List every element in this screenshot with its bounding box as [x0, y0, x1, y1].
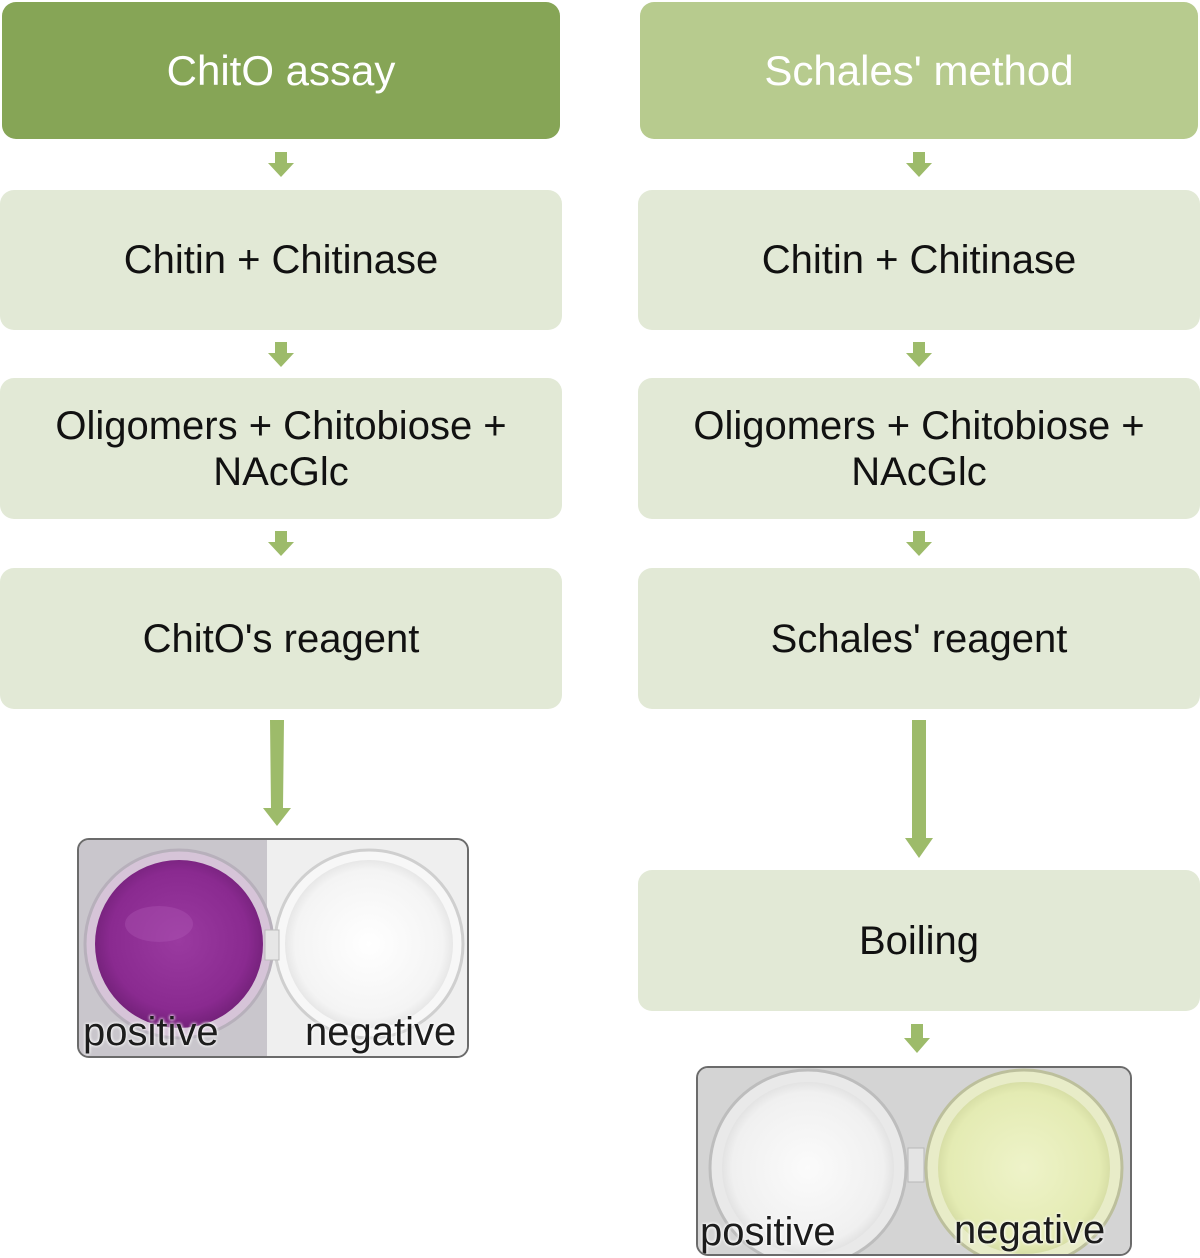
chito-assay-header: ChitO assay: [2, 2, 560, 139]
schales-step-oligomers: Oligomers + Chitobiose + NAcGlc: [638, 378, 1200, 519]
chito-step-chitin-chitinase: Chitin + Chitinase: [0, 190, 562, 330]
chito-step-reagent: ChitO's reagent: [0, 568, 562, 709]
chito-step-oligomers: Oligomers + Chitobiose + NAcGlc: [0, 378, 562, 519]
schales-step-boiling: Boiling: [638, 870, 1200, 1011]
schales-result-photo: positive negative: [696, 1066, 1132, 1256]
chito-wells-image: [79, 840, 467, 1056]
arrow-down-icon: [268, 531, 294, 556]
arrow-down-icon: [906, 342, 932, 367]
schales-negative-label: negative: [954, 1208, 1106, 1252]
arrow-down-long-icon: [905, 720, 933, 858]
arrow-down-icon: [906, 152, 932, 177]
chito-step-label: Chitin + Chitinase: [123, 238, 439, 282]
schales-positive-label: positive: [700, 1210, 836, 1254]
chito-positive-label: positive: [83, 1010, 219, 1054]
schales-step-label: Chitin + Chitinase: [761, 238, 1077, 282]
chito-result-photo: positive negative: [77, 838, 469, 1058]
schales-method-header: Schales' method: [640, 2, 1198, 139]
schales-step-label: Boiling: [858, 918, 980, 963]
arrow-down-icon: [904, 1024, 930, 1053]
schales-wells-image: [698, 1068, 1130, 1254]
chito-step-label: Oligomers + Chitobiose + NAcGlc: [55, 403, 507, 494]
arrow-down-icon: [268, 342, 294, 367]
chito-negative-label: negative: [305, 1010, 457, 1054]
schales-step-label: Schales' reagent: [770, 616, 1068, 661]
schales-step-label: Oligomers + Chitobiose + NAcGlc: [693, 403, 1145, 494]
chito-step-label: ChitO's reagent: [142, 616, 420, 661]
arrow-down-icon: [268, 152, 294, 177]
schales-method-header-label: Schales' method: [764, 46, 1074, 94]
arrow-down-icon: [906, 531, 932, 556]
schales-step-reagent: Schales' reagent: [638, 568, 1200, 709]
chito-assay-header-label: ChitO assay: [166, 46, 396, 94]
schales-step-chitin-chitinase: Chitin + Chitinase: [638, 190, 1200, 330]
arrow-down-long-icon: [263, 720, 291, 826]
